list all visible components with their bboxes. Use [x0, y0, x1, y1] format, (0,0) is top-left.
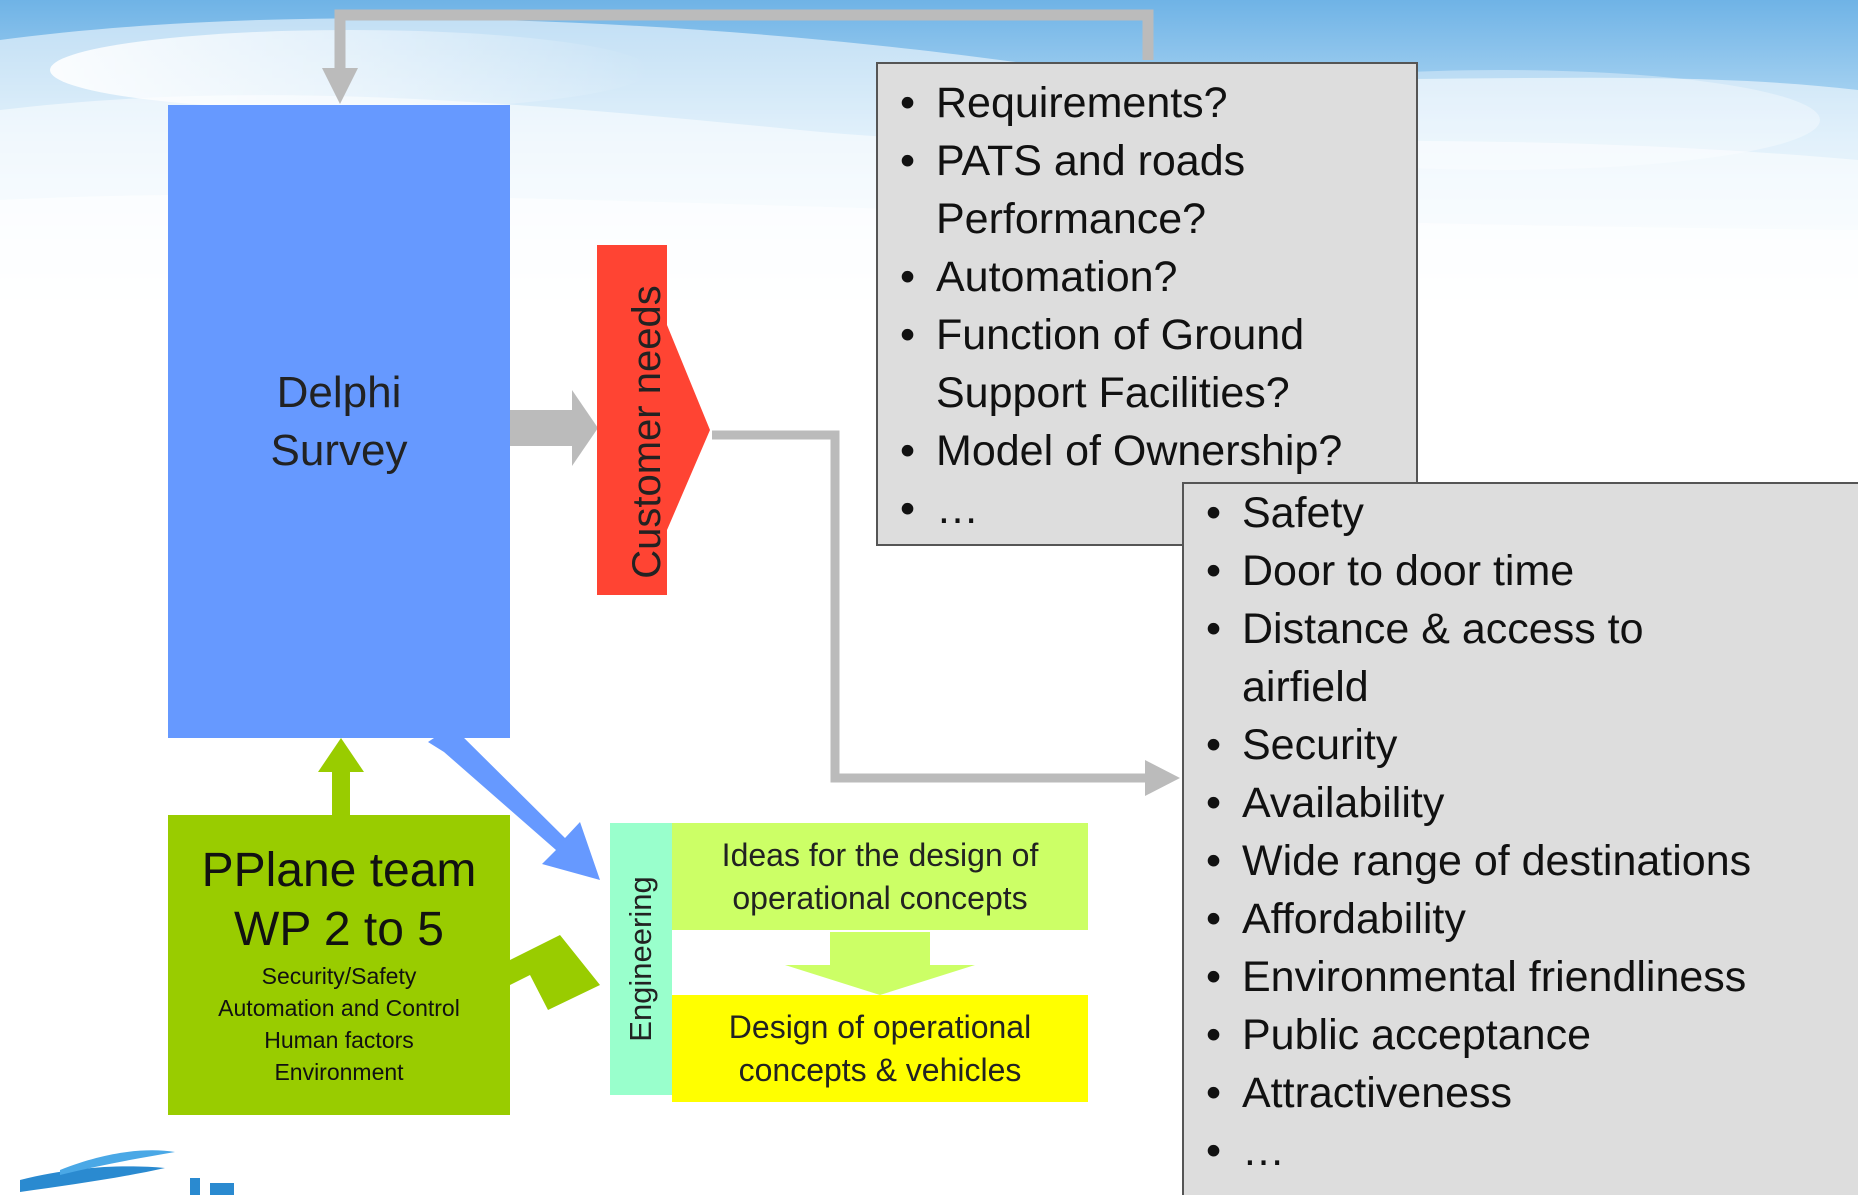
list-item: Wide range of destinations: [1200, 832, 1858, 890]
pplane-team-box: PPlane team WP 2 to 5 Security/Safety Au…: [168, 815, 510, 1115]
list-item: …: [1200, 1122, 1858, 1180]
customer-needs-label: Customer needs: [625, 285, 669, 579]
pplane-to-delphi-arrowhead: [318, 738, 364, 772]
pplane-title-line2: WP 2 to 5: [234, 903, 444, 956]
customer-needs-arrow: [597, 245, 710, 595]
design-line1: Design of operational: [728, 1008, 1032, 1045]
list-item: Security: [1200, 716, 1858, 774]
design-box: Design of operational concepts & vehicle…: [672, 995, 1088, 1102]
list-item: PATS and roads: [894, 132, 1416, 190]
list-item: airfield: [1242, 663, 1369, 711]
ideas-line2: operational concepts: [732, 879, 1028, 916]
list-item: Distance & access to: [1200, 600, 1858, 658]
list-item: Public acceptance: [1200, 1006, 1858, 1064]
pplane-title-line1: PPlane team: [201, 844, 477, 897]
needs-connector: [712, 430, 1150, 783]
pplane-to-engineering-arrow: [510, 935, 600, 1010]
list-item: Support Facilities?: [936, 369, 1290, 417]
pplane-item: Environment: [274, 1059, 404, 1085]
ideas-line1: Ideas for the design of: [721, 836, 1039, 873]
design-line2: concepts & vehicles: [738, 1051, 1022, 1088]
pplane-item: Human factors: [264, 1027, 414, 1053]
list-item: Performance?: [936, 195, 1207, 243]
list-item: Affordability: [1200, 890, 1858, 948]
list-item: Attractiveness: [1200, 1064, 1858, 1122]
engineering-box: [610, 823, 672, 1095]
list-item: Availability: [1200, 774, 1858, 832]
requirements-box: Requirements? PATS and roads Performance…: [876, 62, 1418, 546]
delphi-to-engineering-arrow: [428, 726, 600, 880]
delphi-to-needs-arrow: [510, 410, 575, 446]
ideas-to-design-arrow: [785, 932, 975, 995]
pplane-to-delphi-arrow: [332, 770, 350, 815]
list-item: Door to door time: [1200, 542, 1858, 600]
requirements-list: Requirements? PATS and roads Performance…: [894, 74, 1416, 538]
feedback-arrow: [334, 9, 1154, 70]
delphi-label-line2: Survey: [270, 425, 408, 475]
delphi-label-line1: Delphi: [276, 367, 402, 417]
delphi-to-needs-arrowhead: [572, 390, 598, 466]
feedback-arrowhead: [322, 68, 358, 104]
list-item: Automation?: [894, 248, 1416, 306]
needs-box: Safety Door to door time Distance & acce…: [1182, 482, 1858, 1195]
list-item: Function of Ground: [894, 306, 1416, 364]
list-item: Safety: [1200, 484, 1858, 542]
list-item: Environmental friendliness: [1200, 948, 1858, 1006]
list-item: …: [894, 480, 1416, 538]
logo-mark: [20, 1150, 234, 1195]
pplane-item: Security/Safety: [261, 963, 417, 989]
delphi-survey-box: Delphi Survey: [168, 105, 510, 738]
pplane-item: Automation and Control: [218, 995, 460, 1021]
list-item: Model of Ownership?: [894, 422, 1416, 480]
needs-connector-arrowhead: [1145, 760, 1180, 796]
engineering-label: Engineering: [623, 876, 658, 1042]
needs-list: Safety Door to door time Distance & acce…: [1200, 484, 1858, 1180]
list-item: Requirements?: [894, 74, 1416, 132]
ideas-box: Ideas for the design of operational conc…: [672, 823, 1088, 930]
